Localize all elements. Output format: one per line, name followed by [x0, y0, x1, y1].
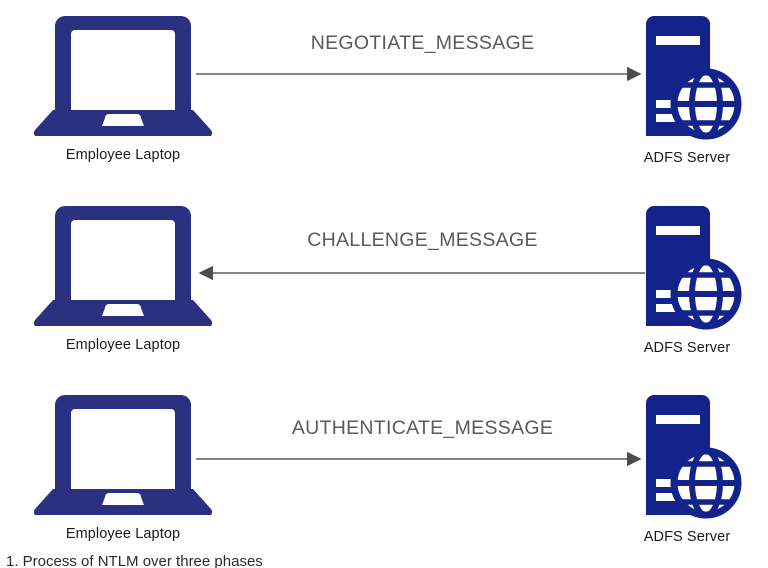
server-globe-icon — [626, 204, 748, 337]
node-employee-laptop-3[interactable]: Employee Laptop — [31, 393, 215, 542]
connector-authenticate: AUTHENTICATE_MESSAGE — [190, 385, 655, 560]
server-globe-icon — [626, 14, 748, 147]
message-label-authenticate: AUTHENTICATE_MESSAGE — [291, 417, 554, 439]
node-label-adfs-server: ADFS Server — [643, 529, 731, 545]
message-label-challenge: CHALLENGE_MESSAGE — [307, 229, 538, 251]
node-label-employee-laptop: Employee Laptop — [65, 337, 181, 353]
node-label-employee-laptop: Employee Laptop — [65, 147, 181, 163]
connector-challenge: CHALLENGE_MESSAGE — [190, 196, 655, 371]
node-label-adfs-server: ADFS Server — [643, 150, 731, 166]
server-globe-icon — [626, 393, 748, 526]
flow-row-1: Employee Laptop NEGOTIATE_MESSAGE — [0, 6, 768, 181]
laptop-icon — [31, 14, 215, 141]
flow-row-3: Employee Laptop AUTHENTICATE_MESSAGE — [0, 385, 768, 560]
figure-caption: 1. Process of NTLM over three phases — [6, 553, 263, 568]
laptop-icon — [31, 393, 215, 520]
laptop-icon — [31, 204, 215, 331]
flow-row-2: Employee Laptop CHALLENGE_MESSAGE — [0, 196, 768, 371]
node-adfs-server-3[interactable]: ADFS Server — [626, 393, 748, 545]
node-employee-laptop-1[interactable]: Employee Laptop — [31, 14, 215, 163]
node-label-employee-laptop: Employee Laptop — [65, 526, 181, 542]
node-adfs-server-2[interactable]: ADFS Server — [626, 204, 748, 356]
node-label-adfs-server: ADFS Server — [643, 340, 731, 356]
connector-negotiate: NEGOTIATE_MESSAGE — [190, 6, 655, 181]
node-adfs-server-1[interactable]: ADFS Server — [626, 14, 748, 166]
message-label-negotiate: NEGOTIATE_MESSAGE — [310, 32, 535, 54]
node-employee-laptop-2[interactable]: Employee Laptop — [31, 204, 215, 353]
